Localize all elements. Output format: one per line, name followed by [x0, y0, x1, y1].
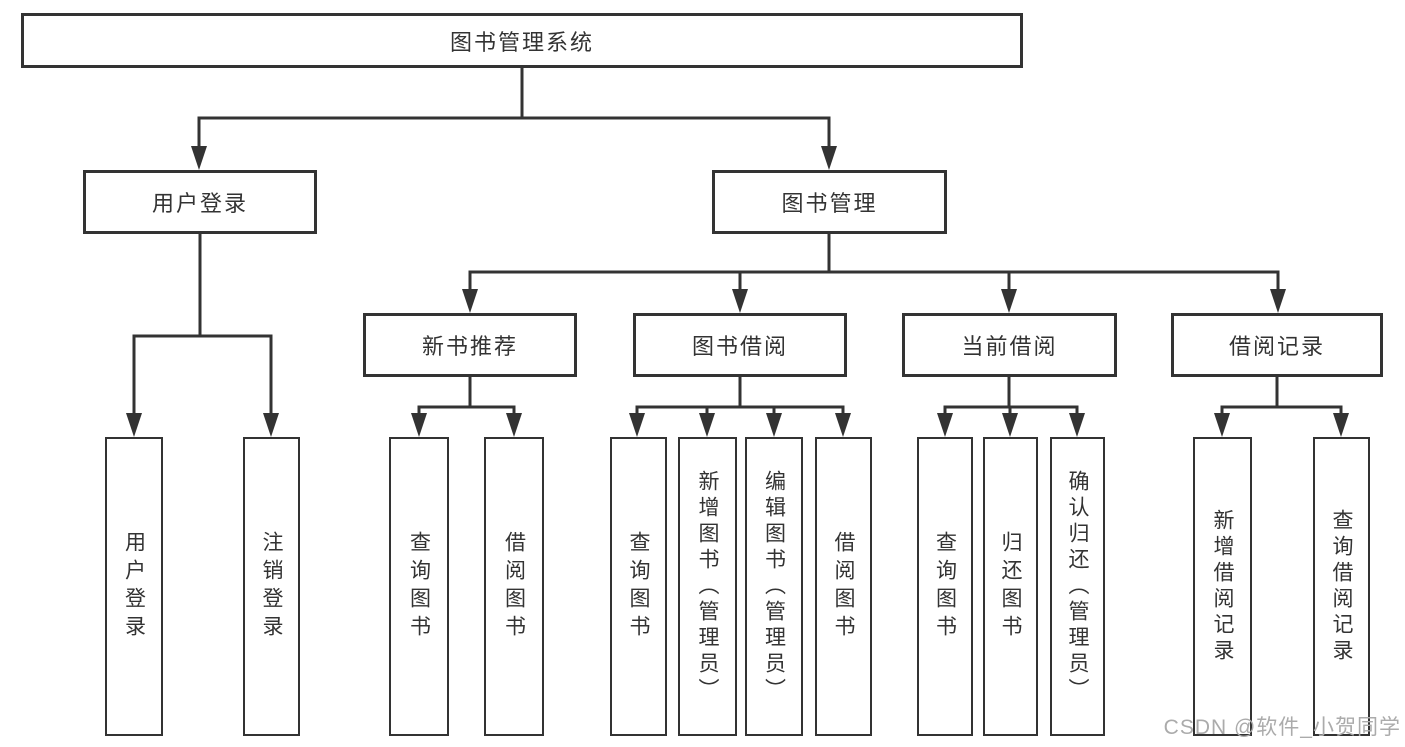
leaf-add-borrow-record: 新增借阅记录: [1193, 437, 1252, 736]
leaf-borrow-books-recommend: 借阅图书: [484, 437, 544, 736]
leaf-borrow-books-label: 借阅图书: [832, 530, 855, 643]
leaf-query-books-recommend: 查询图书: [389, 437, 449, 736]
node-system-root: 图书管理系统: [21, 13, 1023, 68]
csdn-watermark: CSDN @软件_小贺同学: [1163, 716, 1401, 739]
leaf-borrow-books-recommend-label: 借阅图书: [502, 530, 526, 643]
node-book-borrow-label: 图书借阅: [691, 334, 788, 359]
node-new-book-recommend: 新书推荐: [363, 313, 577, 377]
node-current-borrow: 当前借阅: [902, 313, 1117, 377]
leaf-add-borrow-record-label: 新增借阅记录: [1211, 508, 1234, 665]
leaf-query-books-recommend-label: 查询图书: [407, 530, 431, 643]
leaf-query-books-current-label: 查询图书: [933, 530, 957, 643]
node-new-book-recommend-label: 新书推荐: [421, 334, 518, 359]
leaf-return-books-label: 归还图书: [999, 530, 1022, 643]
leaf-query-books-current: 查询图书: [917, 437, 973, 736]
leaf-query-borrow-record: 查询借阅记录: [1313, 437, 1370, 736]
node-book-borrow: 图书借阅: [633, 313, 847, 377]
leaf-confirm-return-admin: 确认归还（管理员）: [1050, 437, 1105, 736]
leaf-query-books-borrow: 查询图书: [610, 437, 667, 736]
leaf-query-books-borrow-label: 查询图书: [627, 530, 650, 643]
node-book-management-label: 图书管理: [781, 191, 878, 216]
leaf-query-borrow-record-label: 查询借阅记录: [1330, 508, 1353, 665]
leaf-user-login: 用户登录: [105, 437, 163, 736]
leaf-confirm-return-admin-label: 确认归还（管理员）: [1066, 469, 1089, 704]
node-book-management: 图书管理: [712, 170, 947, 234]
node-borrow-records-label: 借阅记录: [1228, 334, 1325, 359]
leaf-borrow-books: 借阅图书: [815, 437, 872, 736]
leaf-edit-books-admin: 编辑图书（管理员）: [745, 437, 803, 736]
leaf-add-books-admin: 新增图书（管理员）: [678, 437, 737, 736]
node-user-login-label: 用户登录: [151, 191, 248, 216]
node-system-root-label: 图书管理系统: [449, 29, 594, 55]
leaf-edit-books-admin-label: 编辑图书（管理员）: [762, 469, 786, 704]
leaf-user-login-label: 用户登录: [122, 530, 146, 643]
node-user-login: 用户登录: [83, 170, 317, 234]
node-borrow-records: 借阅记录: [1171, 313, 1383, 377]
leaf-return-books: 归还图书: [983, 437, 1038, 736]
leaf-logout-label: 注销登录: [260, 530, 283, 643]
node-current-borrow-label: 当前借阅: [961, 334, 1058, 359]
leaf-logout: 注销登录: [243, 437, 300, 736]
leaf-add-books-admin-label: 新增图书（管理员）: [696, 469, 719, 704]
